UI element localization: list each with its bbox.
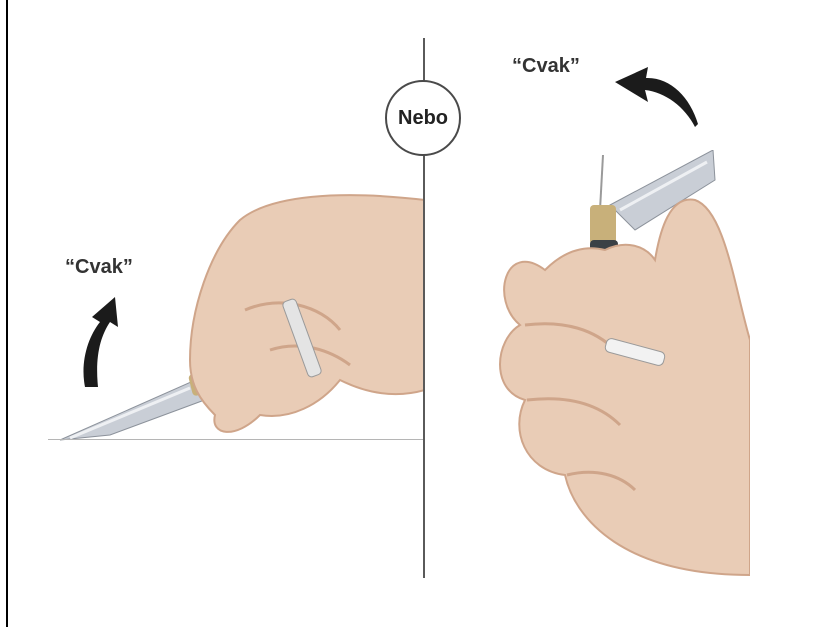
needle-hub-right: [590, 205, 616, 245]
or-label: Nebo: [398, 107, 448, 130]
click-label-right: “Cvak”: [512, 55, 580, 78]
curved-arrow-up-left-icon: [610, 62, 700, 132]
click-label-left: “Cvak”: [65, 256, 133, 279]
right-hand-illustration: [485, 150, 750, 580]
left-page-border: [6, 0, 8, 627]
hand-right: [500, 200, 750, 575]
flat-surface-line: [48, 439, 424, 440]
or-badge: Nebo: [385, 80, 461, 156]
needle-right: [600, 155, 603, 210]
curved-arrow-up-icon: [70, 292, 130, 392]
hand-left: [190, 195, 425, 432]
